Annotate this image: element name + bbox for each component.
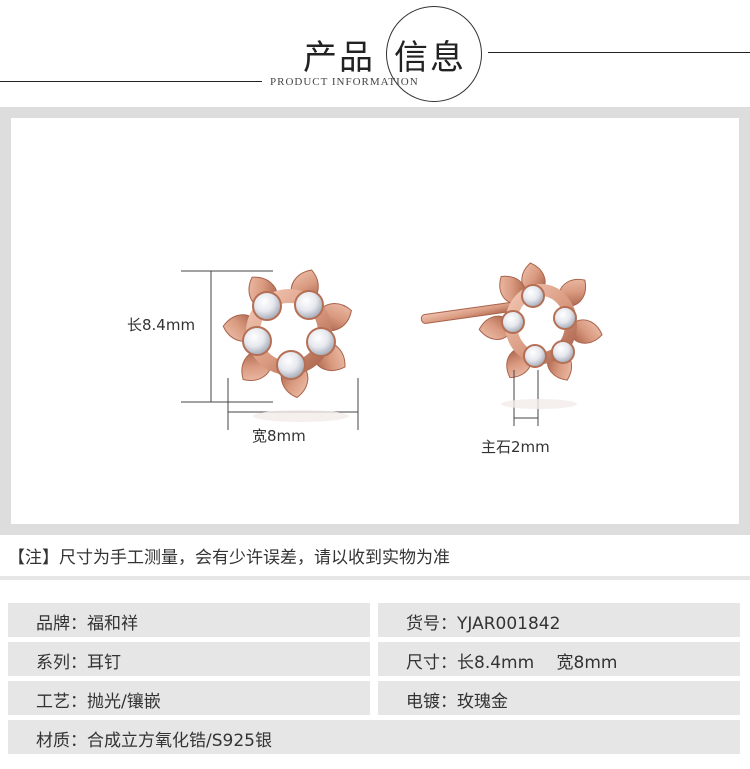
note-divider: [0, 576, 750, 580]
earring-front-view: [222, 269, 352, 399]
stone-size-label: 主石2mm: [481, 438, 550, 456]
product-photo: 长8.4mm 宽8mm 主石2mm: [11, 118, 739, 524]
earring-illustration: [181, 262, 603, 430]
spec-cell-item-no: 货号：YJAR001842: [378, 603, 740, 637]
product-photo-frame: 长8.4mm 宽8mm 主石2mm: [0, 107, 750, 535]
spec-material: 材质：合成立方氧化锆/S925银: [36, 731, 272, 751]
header-divider-left: [0, 81, 262, 82]
header-divider-right: [488, 52, 750, 53]
spec-cell-material: 材质：合成立方氧化锆/S925银: [8, 720, 740, 754]
spec-cell-brand: 品牌：福和祥: [8, 603, 370, 637]
section-header: 产品 信息 PRODUCT INFORMATION: [0, 0, 750, 105]
earring-side-view: [420, 262, 603, 381]
spec-plating: 电镀：玫瑰金: [406, 692, 508, 712]
spec-cell-plating: 电镀：玫瑰金: [378, 681, 740, 715]
section-title-part2: 信息: [394, 38, 466, 78]
spec-craft: 工艺：抛光/镶嵌: [36, 692, 161, 712]
gem-stones: [242, 290, 336, 380]
spec-series: 系列：耳钉: [36, 653, 121, 673]
spec-cell-series: 系列：耳钉: [8, 642, 370, 676]
title-circle-ornament: [386, 6, 482, 102]
stone-dimension: [513, 370, 539, 426]
spec-size: 尺寸：长8.4mm 宽8mm: [406, 653, 618, 673]
length-dimension: [181, 270, 273, 403]
spec-brand: 品牌：福和祥: [36, 614, 138, 634]
width-label: 宽8mm: [252, 427, 306, 445]
spec-cell-craft: 工艺：抛光/镶嵌: [8, 681, 370, 715]
section-title-part1: 产品: [303, 38, 375, 78]
length-label: 长8.4mm: [127, 316, 196, 334]
spec-item-no: 货号：YJAR001842: [406, 614, 561, 634]
section-subtitle: PRODUCT INFORMATION: [270, 76, 419, 88]
measurement-note: 【注】尺寸为手工测量，会有少许误差，请以收到实物为准: [8, 548, 450, 568]
spec-cell-size: 尺寸：长8.4mm 宽8mm: [378, 642, 740, 676]
